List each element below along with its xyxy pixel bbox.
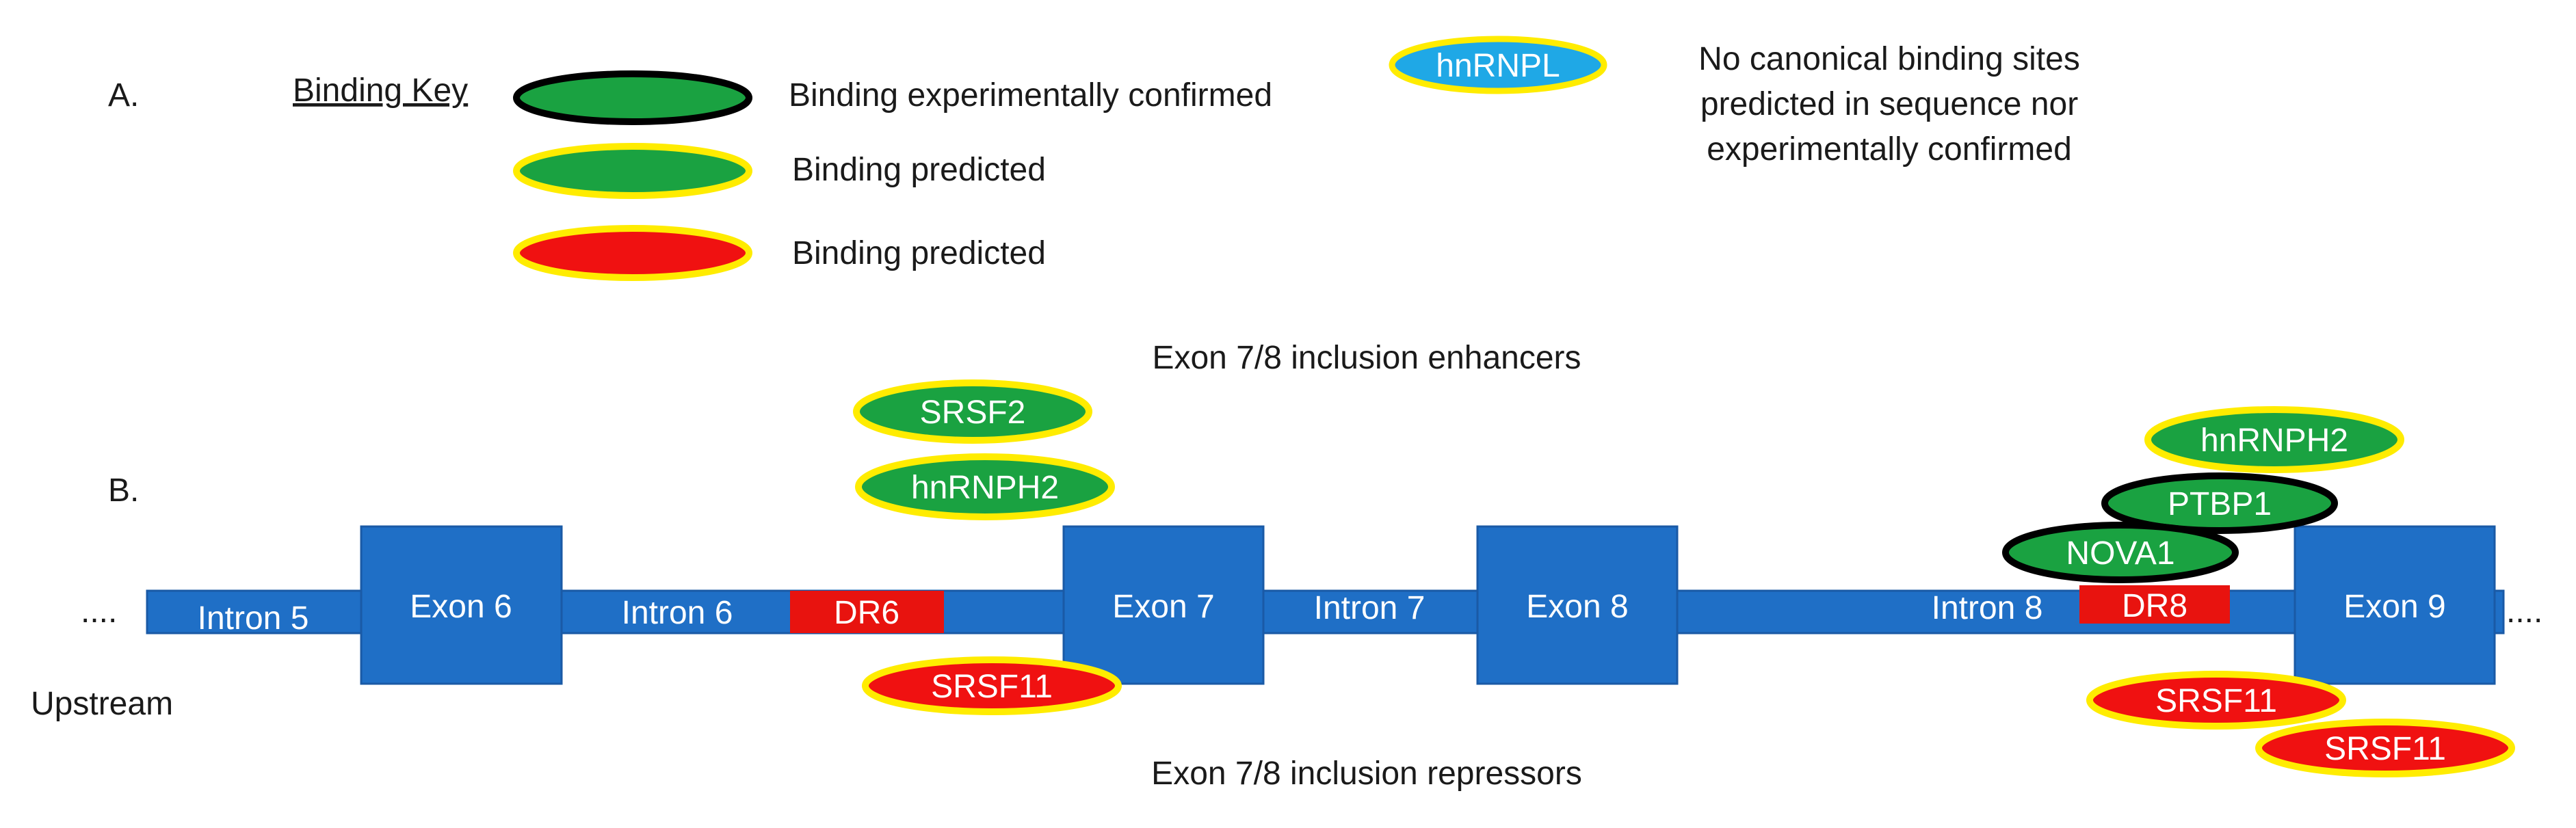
repressors-title: Exon 7/8 inclusion repressors [1151,756,1582,792]
no-site-line-3: experimentally confirmed [1707,131,2072,168]
protein-srsf11-right-bottom-label: SRSF11 [2324,731,2446,767]
region-dr8 [2079,585,2230,624]
protein-hnrnph2-left [855,453,1115,520]
region-dr6-label: DR6 [834,595,899,631]
protein-srsf11-right-top-label: SRSF11 [2155,683,2277,719]
exon-8 [1476,525,1679,685]
protein-srsf2 [853,379,1092,444]
protein-srsf11-right-top [2086,671,2346,730]
protein-srsf11-left [862,656,1122,715]
key-predicted-green-swatch [513,143,752,199]
protein-nova1-label: NOVA1 [2066,535,2174,572]
protein-hnrnph2-left-label: hnRNPH2 [911,470,1059,506]
upstream-label: Upstream [31,686,173,722]
protein-hnrnph2-right [2144,406,2404,473]
exon-9-label: Exon 9 [2343,589,2445,625]
region-dr6 [790,591,944,633]
exon-9 [2294,525,2496,685]
protein-ptbp1-label: PTBP1 [2168,486,2272,522]
intron-7-label: Intron 7 [1314,590,1425,626]
protein-srsf11-right-bottom [2255,719,2515,777]
panel-b-label: B. [108,472,139,509]
hnrnpl-swatch [1389,36,1607,94]
exon-7-label: Exon 7 [1112,589,1214,625]
no-site-line-1: No canonical binding sites [1698,41,2080,77]
no-site-line-2: predicted in sequence nor [1700,86,2078,122]
key-predicted-red-label: Binding predicted [792,235,1046,271]
enhancers-title: Exon 7/8 inclusion enhancers [1152,340,1581,376]
key-confirmed-swatch [513,70,752,125]
exon-7 [1062,525,1265,685]
left-ellipsis: .... [81,593,117,630]
exon-6 [360,525,563,685]
protein-srsf2-label: SRSF2 [920,395,1026,431]
region-dr8-label: DR8 [2122,588,2187,624]
protein-nova1 [2002,522,2239,583]
exon-8-label: Exon 8 [1526,589,1628,625]
exon-6-label: Exon 6 [410,589,512,625]
binding-key-title: Binding Key [293,72,468,109]
intron-6-label: Intron 6 [622,595,733,631]
key-predicted-red-swatch [513,225,752,281]
key-predicted-green-label: Binding predicted [792,152,1046,188]
hnrnpl-label: hnRNPL [1436,48,1560,84]
intron-8-label: Intron 8 [1932,590,2043,626]
key-confirmed-label: Binding experimentally confirmed [789,77,1272,113]
protein-srsf11-left-label: SRSF11 [931,669,1053,705]
panel-a-label: A. [108,77,139,113]
protein-ptbp1 [2101,472,2338,534]
protein-hnrnph2-right-label: hnRNPH2 [2200,423,2348,459]
right-ellipsis: .... [2506,593,2542,630]
intron-5-label: Intron 5 [198,600,309,637]
